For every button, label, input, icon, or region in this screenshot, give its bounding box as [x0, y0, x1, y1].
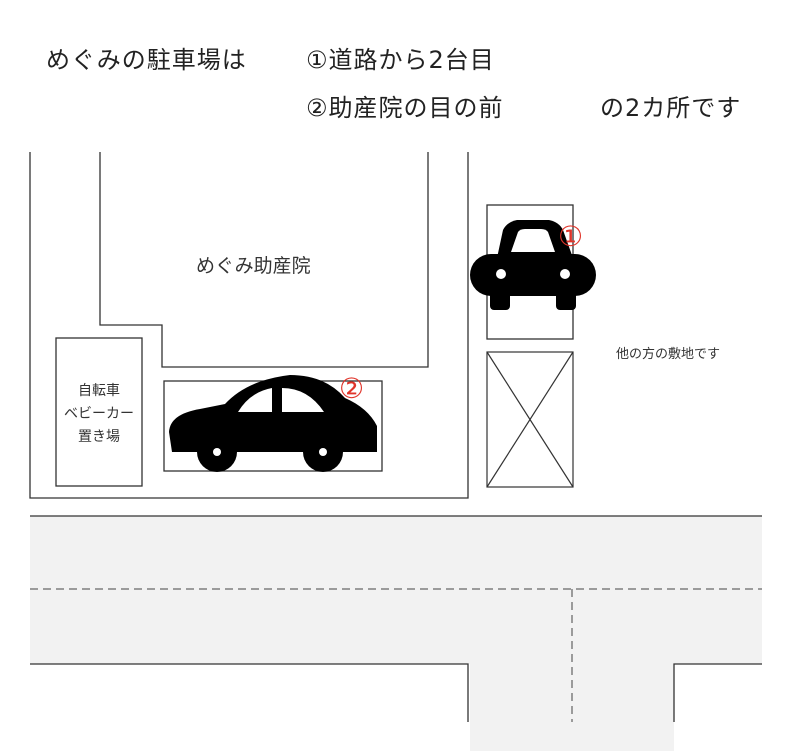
summary-text: の2カ所です [600, 94, 742, 122]
road-surface [30, 516, 762, 664]
bicycle-area-label-line2: ベビーカー [64, 406, 134, 422]
bicycle-area-label-line3: 置き場 [78, 429, 120, 445]
parking-spot-1-note: ①道路から2台目 [306, 46, 495, 74]
clinic-label: めぐみ助産院 [196, 255, 311, 277]
parking-spot-2-note: ②助産院の目の前 [306, 94, 504, 122]
intro-text: めぐみの駐車場は [46, 46, 247, 74]
car-front-headlights [496, 269, 570, 279]
parking-spot-1-marker: ① [558, 220, 583, 253]
bicycle-area [55, 337, 143, 487]
road-edges [30, 515, 762, 722]
property-outline [29, 152, 469, 499]
car-side-windows [238, 388, 324, 412]
car-side-wheel-hubs [213, 448, 327, 456]
bicycle-area-label-line1: 自転車 [78, 382, 120, 399]
road-center-lines [30, 588, 762, 722]
neighbor-spot [486, 351, 574, 488]
car-front-windshield [511, 229, 555, 252]
neighbor-label: 他の方の敷地です [616, 346, 720, 362]
parking-spot-2-marker: ② [339, 372, 364, 405]
